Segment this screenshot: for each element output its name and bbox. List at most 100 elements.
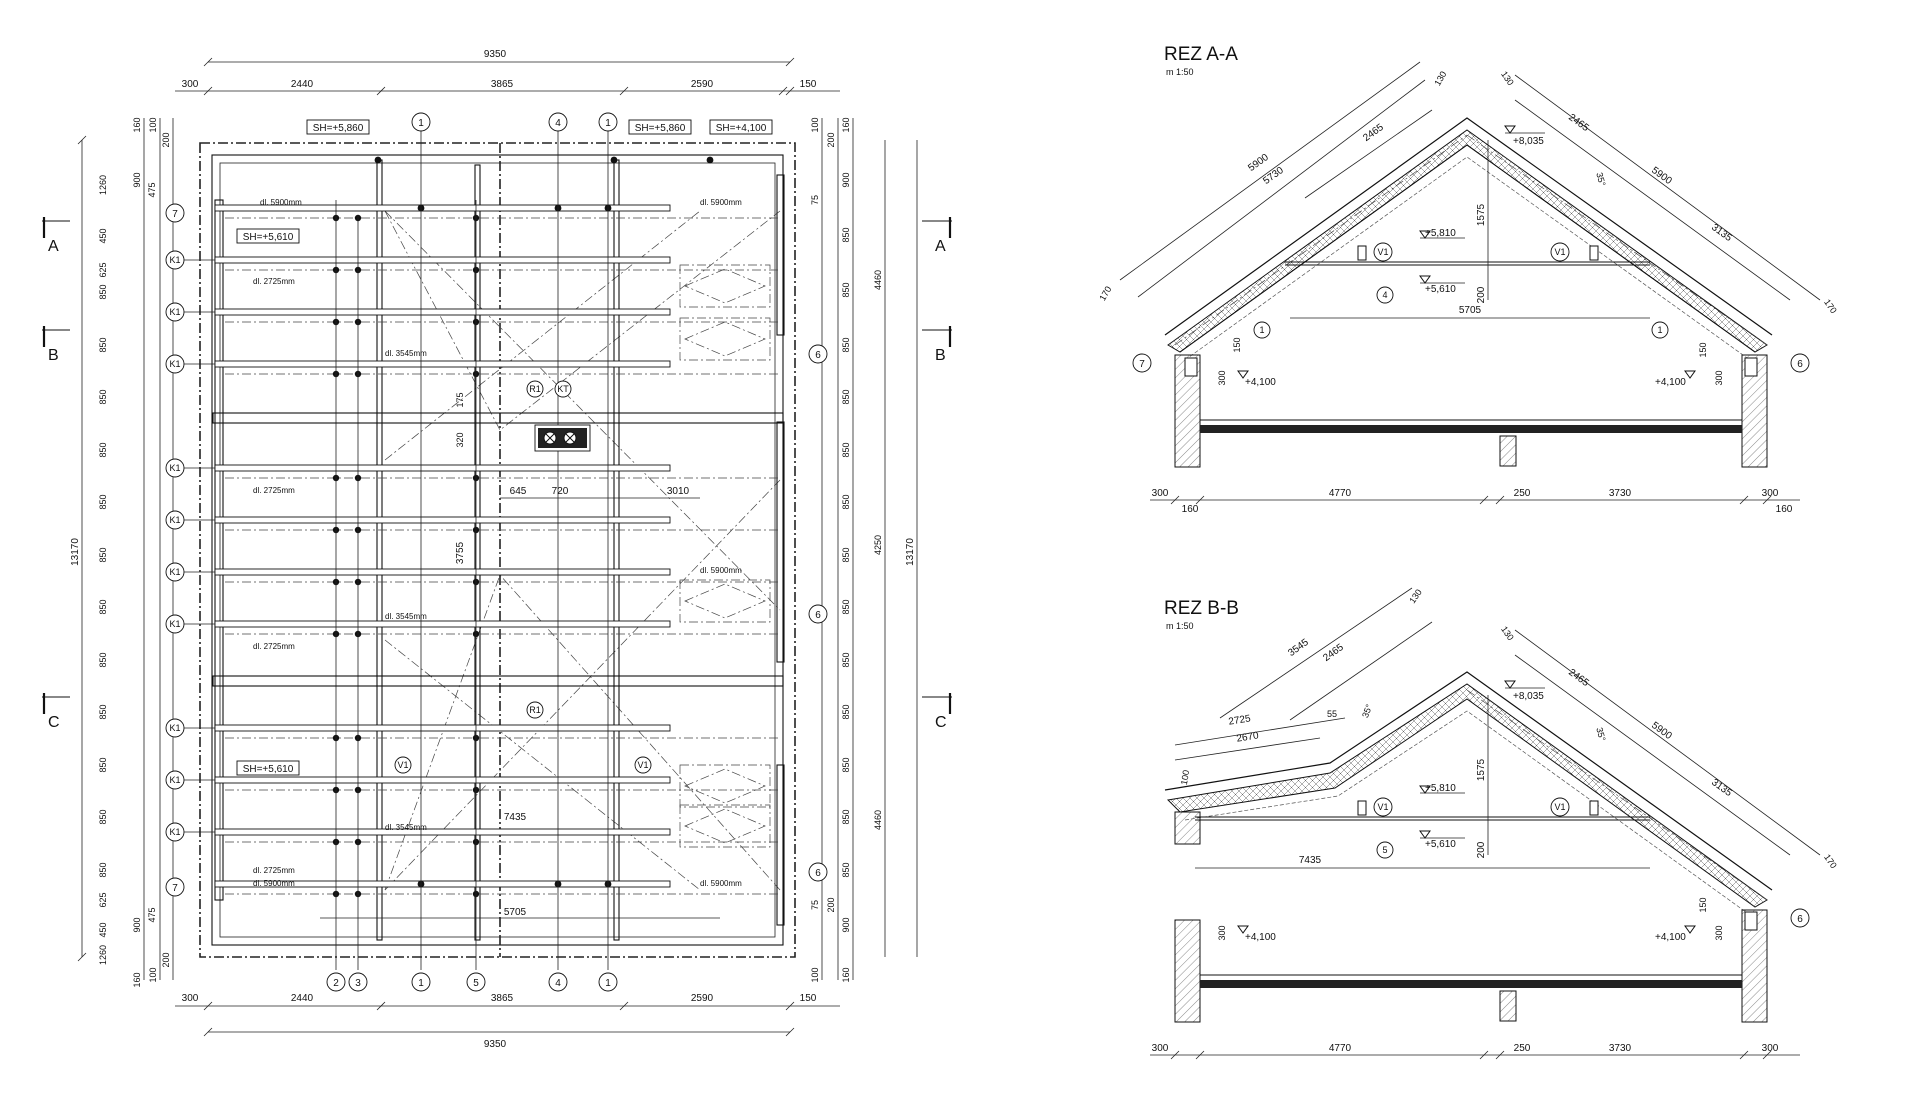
dim-left-18: 850 [98, 809, 108, 824]
axis-bottom-3: 5 [473, 978, 479, 989]
level-tag-1: SH=+5,860 [635, 123, 686, 134]
axis-bubbles: 1 4 1 2 3 1 5 4 1 7 7 6 6 6 [165, 112, 828, 992]
aa-bottom-1: 160 [1182, 504, 1199, 515]
dim-right-2: 200 [826, 132, 836, 147]
rafter-beam [214, 620, 671, 628]
dim-right-0: 160 [841, 117, 851, 132]
roof-windows [679, 264, 771, 848]
tag-v1-right: V1 [637, 760, 648, 770]
bb-bottom-0: 300 [1152, 1043, 1169, 1054]
rafter-beam [214, 880, 671, 888]
inner-dim-0: 175 [455, 392, 465, 407]
aa-tag-6: 6 [1797, 359, 1803, 370]
section-marker-a-right: A [922, 217, 952, 255]
beam-length-1: dl. 5900mm [700, 198, 742, 207]
dim-top-2: 3865 [491, 79, 514, 90]
section-b-b: REZ B-B m 1:50 3545 2465 130 2725 2670 [1150, 587, 1839, 1060]
dim-bottom-4: 150 [800, 993, 817, 1004]
axis-left-1: 7 [172, 883, 178, 894]
aa-bottom-5: 300 [1762, 488, 1779, 499]
section-label-c: C [48, 714, 60, 731]
bb-tag-5: 5 [1382, 845, 1387, 855]
bb-vdim-3: 150 [1698, 897, 1708, 912]
bb-dim-right-0: 130 [1499, 624, 1516, 642]
section-bb-title: REZ B-B [1164, 598, 1239, 619]
rafter-beam [214, 204, 671, 212]
dim-bottom-2: 3865 [491, 993, 514, 1004]
bb-level-2: +5,610 [1425, 839, 1456, 850]
bb-dim-right-4: 170 [1822, 852, 1839, 870]
posts [332, 156, 714, 898]
aa-level-1: +5,810 [1425, 228, 1456, 239]
dim-left-0: 160 [132, 117, 142, 132]
rafter-beam [214, 516, 671, 524]
section-marker-b-right: B [922, 326, 952, 364]
dim-right-23: 100 [810, 967, 820, 982]
dim-right-outer-0: 4460 [873, 270, 883, 290]
dim-left-21: 450 [98, 922, 108, 937]
bb-level-1: +5,810 [1425, 783, 1456, 794]
inner-dim-3: 720 [552, 486, 569, 497]
roof-framing-plan: 9350 300 2440 3865 2590 150 300 2440 386… [42, 49, 952, 1050]
aa-vdim-1: 200 [1476, 286, 1487, 303]
dim-right-4: 75 [810, 195, 820, 205]
dim-overall-bottom: 9350 [484, 1039, 507, 1050]
bb-level-4: +4,100 [1655, 932, 1686, 943]
section-aa-scale: m 1:50 [1166, 67, 1194, 77]
inner-dim-5: 3755 [455, 541, 466, 564]
beam-length-0: dl. 5900mm [260, 198, 302, 207]
beam-length-4: dl. 2725mm [253, 486, 295, 495]
axis-bottom-1: 3 [355, 978, 361, 989]
inner-dim-2: 645 [510, 486, 527, 497]
dim-left-20: 625 [98, 892, 108, 907]
axis-lines [335, 125, 609, 970]
dim-right-3: 900 [841, 172, 851, 187]
aa-level-0: +8,035 [1513, 136, 1544, 147]
bb-bottom-4: 300 [1762, 1043, 1779, 1054]
inner-wall-outline [211, 154, 784, 946]
dim-right-15: 850 [841, 757, 851, 772]
axis-bottom-0: 2 [333, 978, 339, 989]
aa-dim-left-0: 5900 [1246, 152, 1271, 174]
dim-left-19: 850 [98, 862, 108, 877]
dim-top-1: 2440 [291, 79, 314, 90]
axis-right-0: 6 [815, 350, 821, 361]
dim-right-17: 850 [841, 862, 851, 877]
bb-tag-v1-left: V1 [1377, 802, 1388, 812]
tag-v1-left: V1 [397, 760, 408, 770]
plan-dimension-right: 100 200 160 900 75 850 850 850 850 850 8… [810, 117, 918, 983]
k1-label: K1 [169, 307, 180, 317]
bb-span: 7435 [1299, 855, 1322, 866]
aa-tag-1-right: 1 [1657, 325, 1662, 335]
dim-right-1: 100 [810, 117, 820, 132]
aa-bottom-ticks [1170, 495, 1772, 505]
dim-left-16: 850 [98, 704, 108, 719]
post-dot [706, 156, 714, 164]
axis-bottom-5: 1 [605, 978, 611, 989]
k1-label: K1 [169, 567, 180, 577]
misc-tags: R1 KT R1 V1 V1 [394, 380, 652, 774]
aa-span: 5705 [1459, 305, 1482, 316]
axis-top-0: 1 [418, 118, 424, 129]
bb-level-3: +4,100 [1245, 932, 1276, 943]
k1-label: K1 [169, 463, 180, 473]
dim-left-2: 200 [161, 132, 171, 147]
bb-level-0: +8,035 [1513, 691, 1544, 702]
bb-dim-right-3: 3135 [1709, 777, 1734, 799]
roof-window [679, 264, 771, 308]
plan-dimension-top: 9350 300 2440 3865 2590 150 [175, 49, 840, 96]
aa-tag-v1-left: V1 [1377, 247, 1388, 257]
tag-r1-top: R1 [529, 384, 541, 394]
aa-dim-right-4: 170 [1822, 297, 1839, 315]
chimney [534, 424, 591, 452]
wall-plate-outline [219, 162, 776, 938]
axis-bottom-4: 4 [555, 978, 561, 989]
outer-wall-outline [199, 142, 796, 958]
roof-window [679, 579, 771, 623]
bb-dim-right-1: 2465 [1566, 667, 1591, 689]
plan-dimension-left: 13170 160 100 200 1260 900 475 450 625 8… [70, 117, 174, 988]
tie-beam-1 [212, 412, 784, 424]
bb-levels: +8,035 +5,810 +5,610 +4,100 +4,100 [1237, 680, 1696, 943]
beam-length-2: dl. 2725mm [253, 277, 295, 286]
